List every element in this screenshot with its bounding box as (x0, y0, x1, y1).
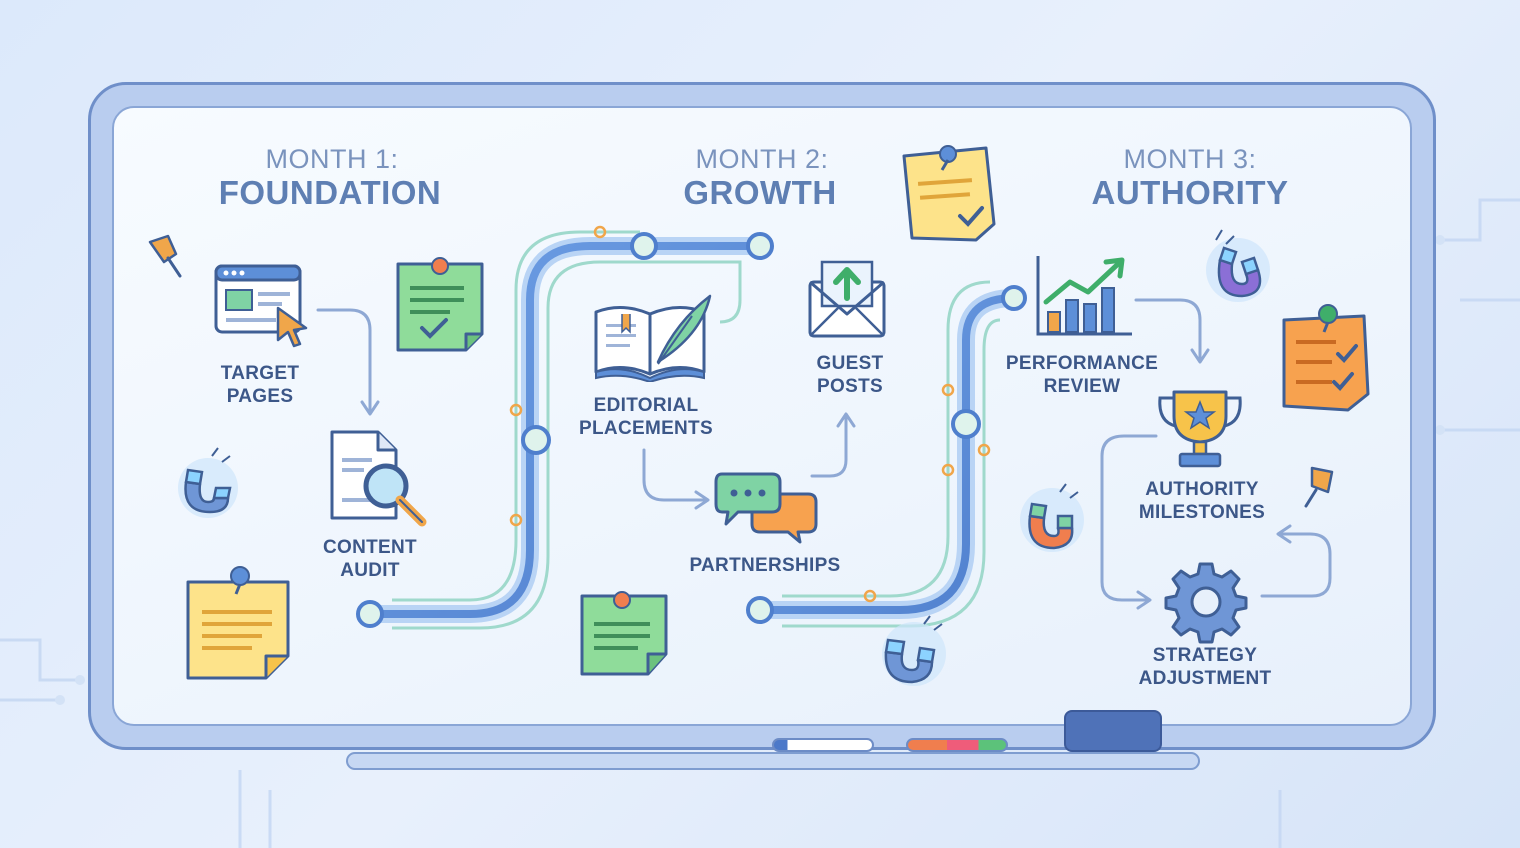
sticky-note-yellow (186, 566, 290, 680)
month-3-label: MONTH 3: (1123, 144, 1257, 174)
month-3-name: AUTHORITY (1091, 174, 1289, 211)
track-segment-1 (361, 230, 769, 630)
target-pages-label: TARGET PAGES (220, 363, 300, 407)
track-nodes (356, 232, 1027, 628)
pushpin-icon (1304, 466, 1334, 508)
sticky-note-green-check (396, 257, 484, 352)
flow-arrows (316, 298, 1332, 610)
partnerships-label: PARTNERSHIPS (689, 555, 841, 576)
sticky-note-green (580, 591, 668, 676)
strategy-adjustment-label: STRATEGY ADJUSTMENT (1138, 645, 1272, 689)
track-segment-2 (751, 280, 1023, 628)
document-magnifier-icon[interactable] (326, 428, 430, 528)
trophy-icon[interactable] (1154, 382, 1246, 470)
month-2-name: GROWTH (683, 174, 837, 211)
magnet-icon (1020, 483, 1084, 552)
sticky-note-yellow-check (902, 145, 996, 242)
envelope-upload-icon[interactable] (806, 256, 890, 340)
month-2-label: MONTH 2: (695, 144, 829, 174)
magnet-icon (882, 615, 946, 686)
content-audit-label: CONTENT AUDIT (323, 537, 417, 581)
magnet-icon (178, 447, 238, 518)
authority-milestones-label: AUTHORITY MILESTONES (1138, 479, 1266, 523)
growth-chart-icon[interactable] (1032, 252, 1136, 340)
eraser[interactable] (1064, 710, 1162, 752)
multicolor-marker[interactable] (906, 738, 1008, 752)
month-1-name: FOUNDATION (218, 174, 442, 211)
sticky-note-orange-checks (1282, 304, 1370, 412)
month-1-label: MONTH 1: (265, 144, 399, 174)
open-book-quill-icon[interactable] (592, 292, 716, 382)
gear-icon[interactable] (1164, 560, 1248, 644)
marker-tray (346, 752, 1200, 770)
performance-review-label: PERFORMANCE REVIEW (1005, 353, 1159, 397)
blue-marker[interactable] (772, 738, 874, 752)
browser-cursor-icon[interactable] (212, 262, 312, 352)
chat-bubbles-icon[interactable] (712, 470, 820, 546)
editorial-placements-label: EDITORIAL PLACEMENTS (579, 395, 713, 439)
pushpin-icon (148, 234, 182, 278)
magnet-icon (1206, 229, 1270, 302)
guest-posts-label: GUEST POSTS (816, 353, 884, 397)
